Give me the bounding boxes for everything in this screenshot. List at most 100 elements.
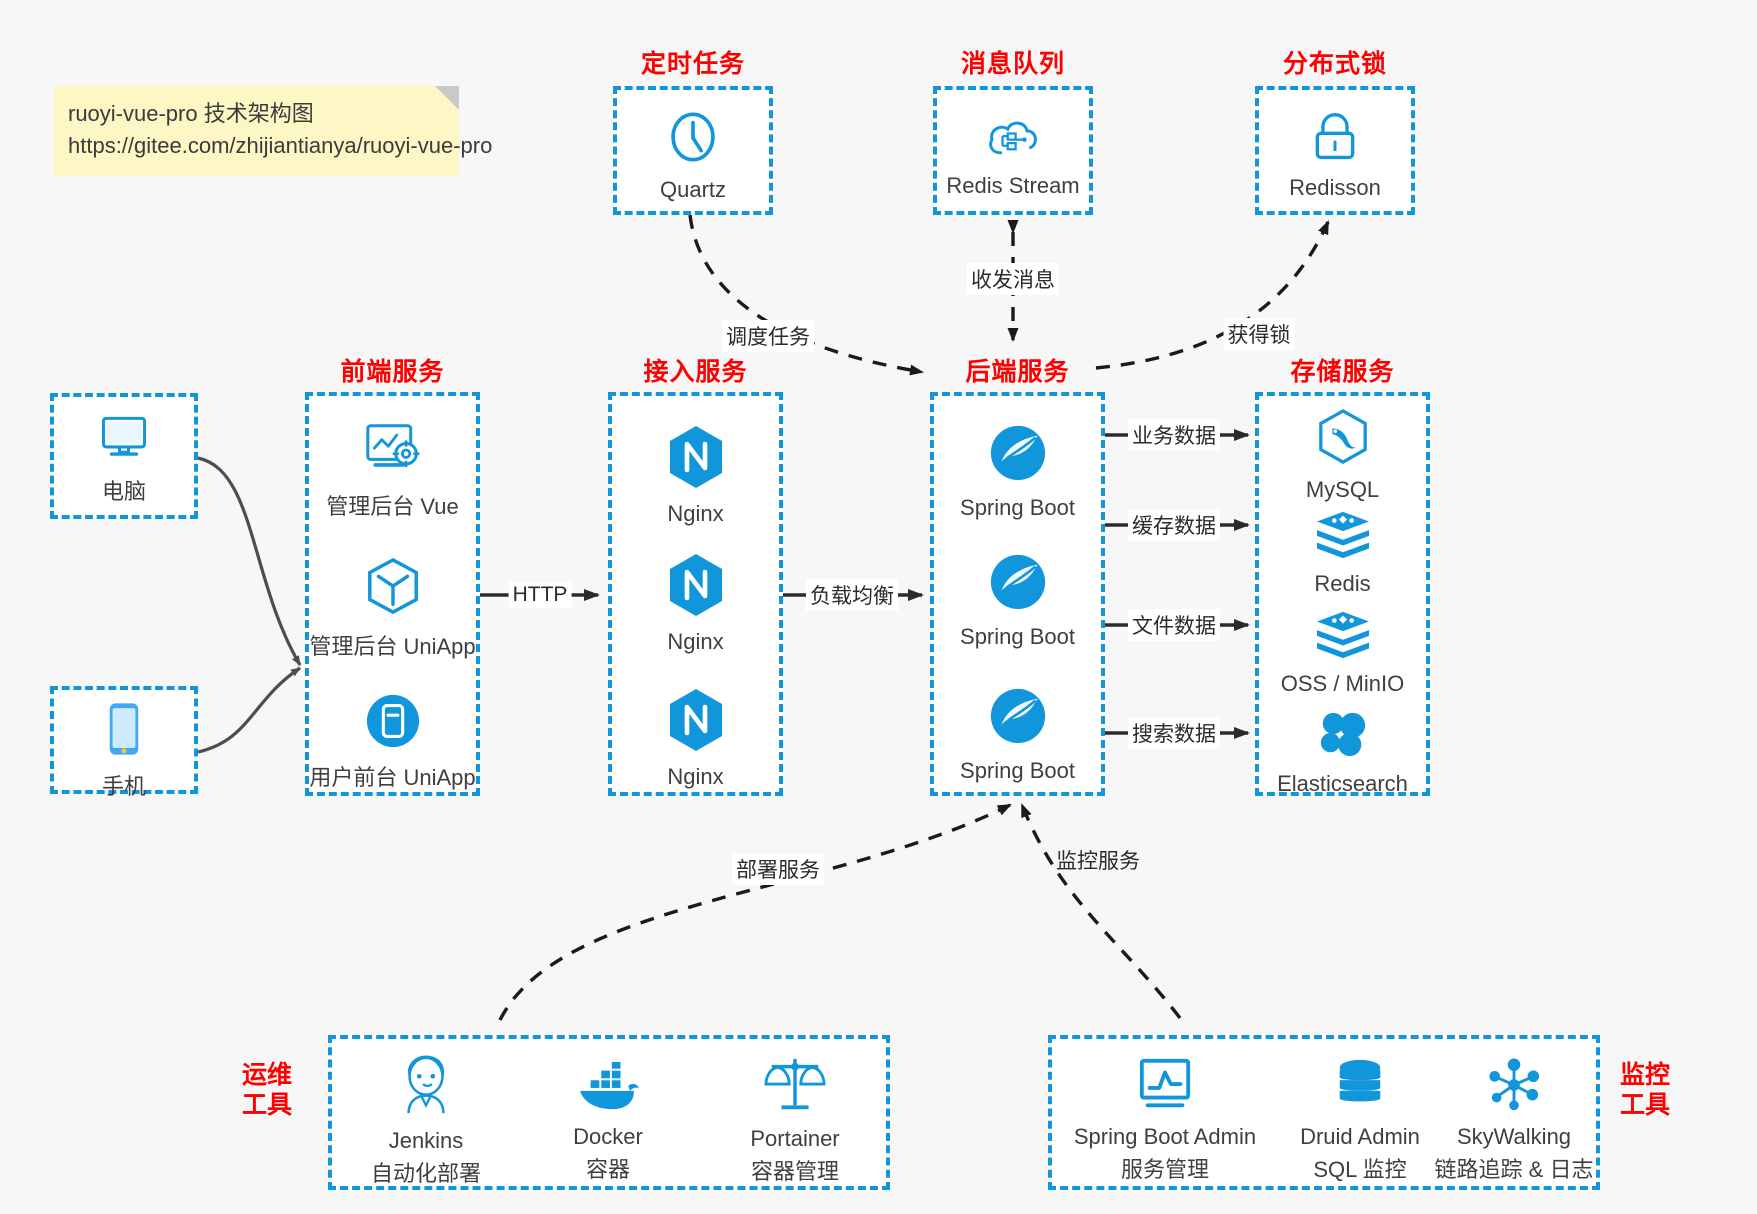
node-label: 用户前台 UniApp (309, 765, 476, 790)
node-label: Spring Boot Admin (1073, 1124, 1257, 1149)
spring-boot-icon (934, 685, 1101, 752)
redis-icon (1259, 508, 1426, 565)
node-label: Jenkins (388, 1128, 464, 1153)
note-title: ruoyi-vue-pro 技术架构图 (68, 101, 314, 126)
group-monitoring: Spring Boot Admin 服务管理 Druid Admin SQL 监… (1048, 1035, 1600, 1190)
node-sublabel: 容器 (585, 1157, 630, 1182)
node-desktop[interactable]: 电脑 (54, 413, 194, 506)
note-fold-corner (435, 86, 459, 110)
node-label: Spring Boot (960, 495, 1075, 520)
edge-label-http: HTTP (508, 582, 572, 608)
node-user-uniapp[interactable]: 用户前台 UniApp (309, 693, 476, 792)
edge-label-file-data: 文件数据 (1128, 609, 1220, 641)
node-admin-vue[interactable]: 管理后台 Vue (309, 422, 476, 521)
node-quartz[interactable]: Quartz (617, 108, 769, 203)
desktop-icon (54, 413, 194, 468)
group-client-mobile: 手机 (50, 686, 198, 799)
group-title-storage: 存储服务 (1290, 358, 1395, 386)
spring-boot-icon (934, 551, 1101, 618)
monitoring-title-line1: 监控 (1619, 1061, 1670, 1089)
node-label: Nginx (667, 629, 724, 654)
docker-icon (574, 1061, 642, 1117)
admin-vue-icon (309, 422, 476, 483)
group-frontend: 管理后台 Vue 管理后台 UniApp 用户前台 (305, 392, 480, 796)
edge-label-load-balance: 负载均衡 (806, 579, 898, 611)
group-backend: Spring Boot Spring Boot Spring Boot (930, 392, 1105, 796)
group-gateway: Nginx Nginx Nginx (608, 392, 783, 796)
node-mysql[interactable]: MySQL (1259, 408, 1426, 503)
node-spring-boot-2[interactable]: Spring Boot (934, 551, 1101, 650)
cloud-stream-icon (937, 112, 1089, 167)
note-url: https://gitee.com/zhijiantianya/ruoyi-vu… (68, 132, 493, 158)
node-nginx-1[interactable]: Nginx (612, 424, 779, 527)
node-nginx-2[interactable]: Nginx (612, 552, 779, 655)
group-devops: Jenkins 自动化部署 Docker (328, 1035, 890, 1190)
node-oss-minio[interactable]: OSS / MinIO (1259, 608, 1426, 697)
node-label: Druid Admin (1300, 1124, 1420, 1149)
node-skywalking[interactable]: SkyWalking 链路追踪 & 日志 (1434, 1057, 1594, 1184)
group-storage: MySQL Redis (1255, 392, 1430, 796)
skywalking-icon (1485, 1058, 1543, 1117)
node-spring-boot-3[interactable]: Spring Boot (934, 685, 1101, 784)
app-icon (309, 693, 476, 754)
group-message-queue: Redis Stream (933, 86, 1093, 215)
scales-icon (764, 1058, 826, 1119)
node-nginx-3[interactable]: Nginx (612, 687, 779, 790)
edge-label-send-receive-message: 收发消息 (967, 263, 1059, 295)
mysql-icon (1259, 408, 1426, 471)
node-portainer[interactable]: Portainer 容器管理 (710, 1055, 880, 1186)
node-label: 管理后台 UniApp (309, 634, 476, 659)
node-label: Quartz (659, 177, 727, 202)
jenkins-icon (395, 1055, 457, 1121)
group-title-devops: 运维 工具 (232, 1060, 302, 1120)
node-label: SkyWalking (1456, 1124, 1572, 1149)
edge-label-acquire-lock: 获得锁 (1223, 318, 1295, 350)
node-sublabel: 自动化部署 (370, 1161, 481, 1186)
node-redisson[interactable]: Redisson (1259, 110, 1411, 201)
lock-icon (1259, 110, 1411, 169)
monitor-chart-icon (1134, 1058, 1196, 1117)
node-label: MySQL (1305, 477, 1380, 502)
edge-label-schedule-task: 调度任务 (722, 320, 814, 352)
node-redis[interactable]: Redis (1259, 508, 1426, 597)
node-sublabel: 容器管理 (750, 1159, 839, 1184)
elasticsearch-icon (1259, 708, 1426, 765)
oss-icon (1259, 608, 1426, 665)
node-label: OSS / MinIO (1280, 671, 1405, 696)
node-label: Docker (573, 1124, 643, 1149)
edge-label-search-data: 搜索数据 (1128, 717, 1220, 749)
group-title-message-queue: 消息队列 (960, 50, 1065, 78)
node-sublabel: 链路追踪 & 日志 (1434, 1157, 1594, 1182)
node-label: Portainer (750, 1126, 840, 1151)
node-label: 管理后台 Vue (326, 494, 459, 519)
group-title-distributed-lock: 分布式锁 (1282, 50, 1387, 78)
group-distributed-lock: Redisson (1255, 86, 1415, 215)
node-mobile[interactable]: 手机 (54, 700, 194, 801)
devops-title-line1: 运维 (241, 1061, 292, 1089)
node-docker[interactable]: Docker 容器 (528, 1061, 688, 1184)
node-spring-boot-1[interactable]: Spring Boot (934, 422, 1101, 521)
node-label: Nginx (667, 764, 724, 789)
group-title-scheduled-task: 定时任务 (640, 50, 745, 78)
node-sublabel: SQL 监控 (1313, 1157, 1407, 1182)
node-label: Redis (1314, 571, 1371, 596)
node-label: Redis Stream (946, 173, 1080, 198)
node-label: Nginx (667, 501, 724, 526)
node-label: Spring Boot (960, 758, 1075, 783)
node-spring-boot-admin[interactable]: Spring Boot Admin 服务管理 (1060, 1057, 1270, 1184)
edge-label-deploy-service: 部署服务 (732, 853, 824, 885)
group-scheduled-task: Quartz (613, 86, 773, 215)
group-title-gateway: 接入服务 (643, 358, 748, 386)
nginx-icon (612, 424, 779, 495)
node-label: Elasticsearch (1277, 771, 1408, 796)
node-admin-uniapp[interactable]: 管理后台 UniApp (309, 556, 476, 661)
node-jenkins[interactable]: Jenkins 自动化部署 (346, 1053, 506, 1188)
node-elasticsearch[interactable]: Elasticsearch (1259, 708, 1426, 797)
node-druid-admin[interactable]: Druid Admin SQL 监控 (1280, 1057, 1440, 1184)
nginx-icon (612, 687, 779, 758)
node-redis-stream[interactable]: Redis Stream (937, 112, 1089, 199)
clock-icon (617, 108, 769, 171)
edge-label-business-data: 业务数据 (1128, 419, 1220, 451)
node-label: Redisson (1289, 175, 1381, 200)
monitoring-title-line2: 工具 (1619, 1091, 1670, 1119)
